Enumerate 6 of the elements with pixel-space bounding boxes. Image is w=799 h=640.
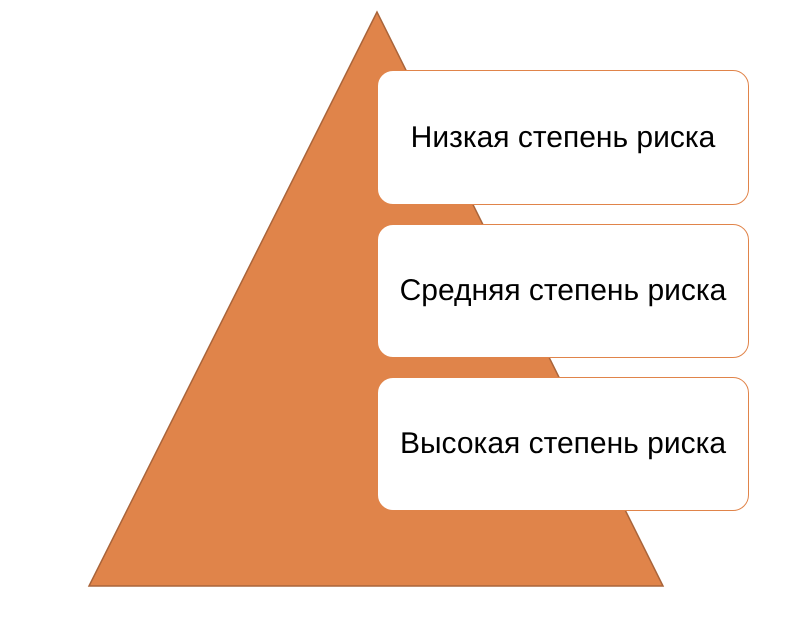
risk-level-label: Высокая степень риска xyxy=(398,426,728,462)
risk-level-box xyxy=(377,224,749,358)
risk-level-box xyxy=(377,377,749,511)
risk-level-label: Средняя степень риска xyxy=(398,273,728,309)
risk-level-box xyxy=(377,70,749,205)
risk-level-label: Низкая степень риска xyxy=(410,120,716,156)
